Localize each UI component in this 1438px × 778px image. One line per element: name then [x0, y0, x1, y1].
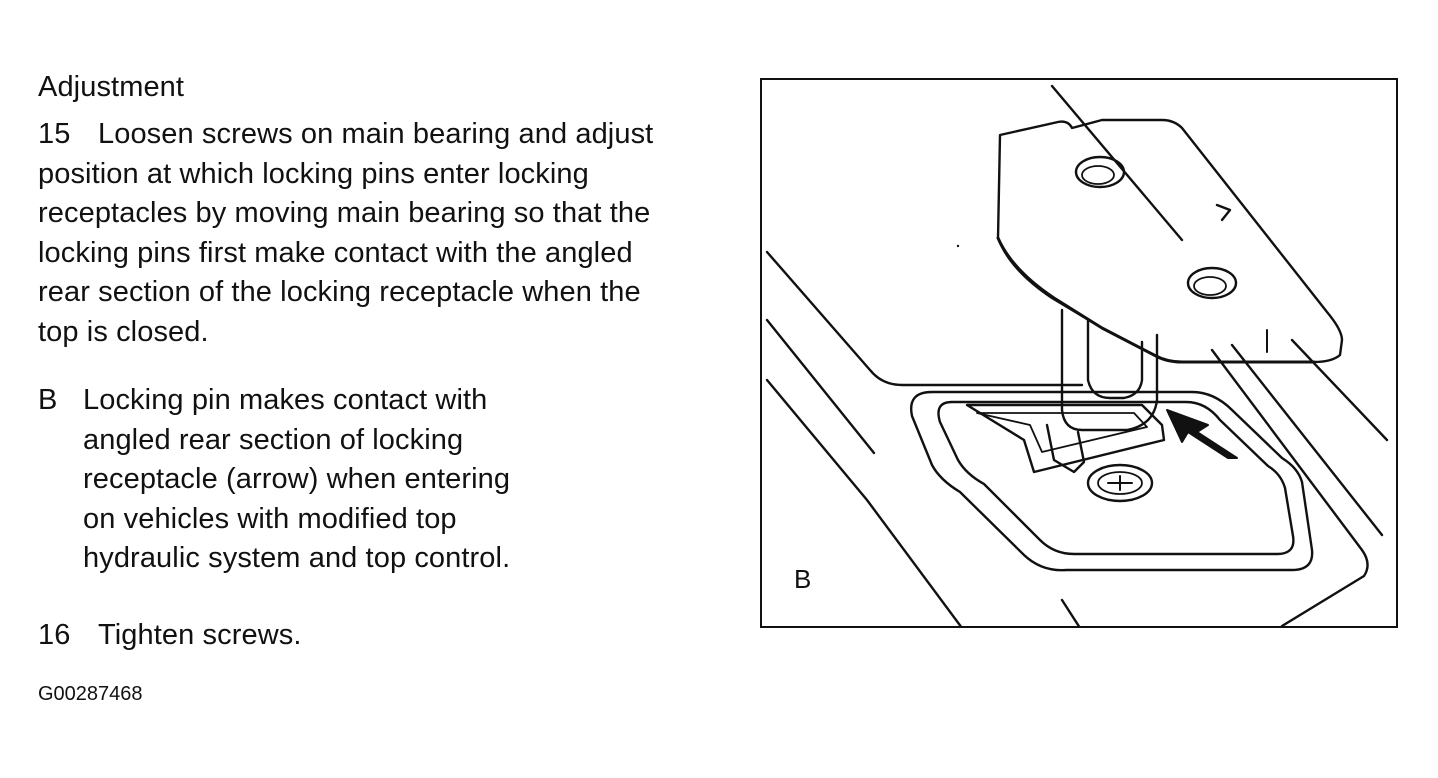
legend-letter: B: [38, 384, 58, 416]
locking-pin: [1060, 308, 1159, 432]
screw-slot: [1107, 475, 1133, 491]
screw-head: [1086, 463, 1154, 503]
legend-line: angled rear section of locking: [83, 423, 464, 456]
legend-line: receptacle (arrow) when entering: [83, 463, 511, 495]
locking-pin-illustration: [765, 84, 1389, 626]
receptacle-slot: [965, 403, 1166, 474]
locking-pin-inner: [1086, 318, 1144, 400]
pin-foot: [1045, 423, 1086, 474]
plate-hole-inner: [1193, 276, 1227, 296]
step-15: 15 Loosen screws on main bearing and adju…: [38, 115, 653, 352]
plate-hole: [1074, 155, 1126, 189]
speck: [956, 244, 960, 248]
step-line: locking pins first make contact with the…: [38, 236, 633, 269]
step-number: 16: [38, 619, 71, 651]
screw-ring: [1097, 471, 1143, 495]
arrow-icon: [1166, 409, 1238, 459]
step-line: top is closed.: [38, 315, 209, 348]
legend-line: hydraulic system and top control.: [83, 542, 511, 574]
receptacle-slot-inner: [976, 412, 1148, 453]
plate-notch: [1215, 203, 1232, 222]
figure-code: G00287468: [38, 683, 143, 705]
panel-edge: [765, 318, 876, 455]
step-16: 16 Tighten screws.: [38, 616, 302, 656]
receptacle-inner: [937, 400, 1295, 556]
panel-edge: [765, 250, 1084, 387]
step-line: rear section of the locking receptacle w…: [38, 276, 641, 308]
plate-hole-inner: [1081, 165, 1115, 185]
panel-edge: [765, 378, 963, 626]
section-heading: Adjustment: [38, 71, 185, 103]
step-number: 15: [38, 118, 71, 150]
trim-edge: [1230, 343, 1384, 537]
step-line: receptacles by moving main bearing so th…: [38, 197, 651, 229]
panel-edge: [1050, 84, 1184, 242]
bearing-plate-edge: [996, 236, 1316, 364]
plate-hole: [1186, 266, 1238, 300]
trim-edge: [1060, 598, 1081, 626]
figure-label: B: [794, 564, 812, 594]
bearing-plate: [996, 118, 1344, 364]
step-line: position at which locking pins enter loc…: [38, 157, 589, 190]
receptacle-outer: [910, 390, 1314, 572]
step-text: Tighten screws.: [98, 619, 302, 651]
step-line: Loosen screws on main bearing and adjust: [98, 118, 654, 150]
legend-line: Locking pin makes contact with: [83, 384, 488, 416]
trim-edge: [1290, 338, 1389, 442]
figure-illustration: B: [760, 78, 1398, 628]
legend-line: on vehicles with modified top: [83, 502, 457, 535]
trim-edge: [1210, 348, 1369, 626]
